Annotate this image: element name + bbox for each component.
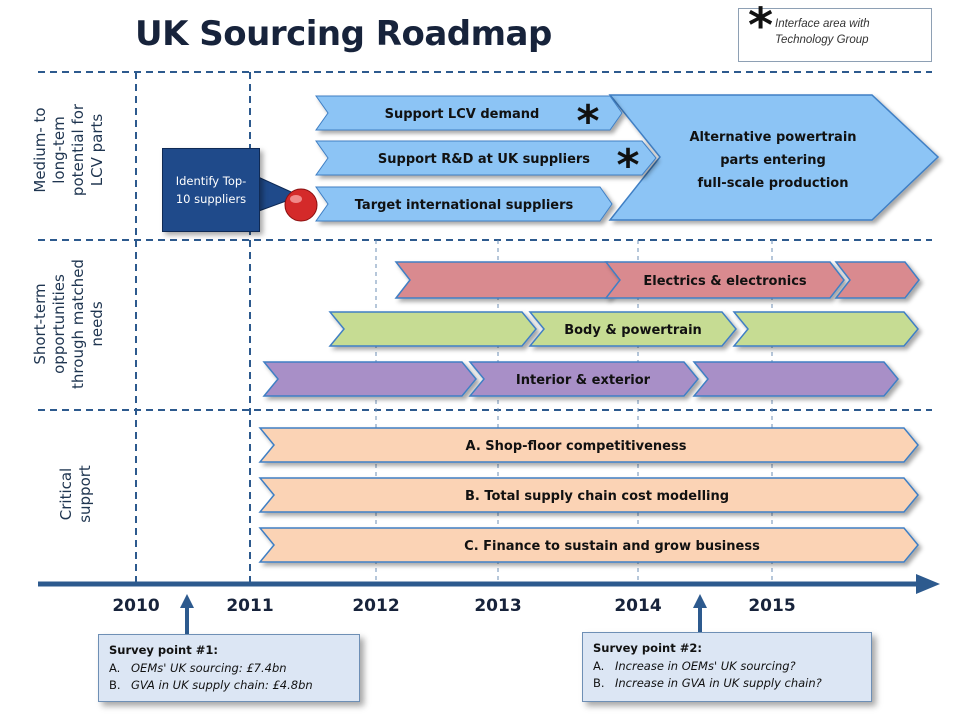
item-text: GVA in UK supply chain: £4.8bn [131, 678, 313, 692]
row-label-line: opportunities [50, 274, 68, 374]
critical-label-a: A. Shop-floor competitiveness [466, 439, 687, 454]
electrics-label: Electrics & electronics [643, 274, 807, 289]
survey-point-1-box: Survey point #1: A. OEMs' UK sourcing: £7… [98, 634, 360, 702]
critical-arrow-a [258, 427, 919, 463]
critical-label-c: C. Finance to sustain and grow business [464, 539, 760, 554]
survey1-pointer-head [180, 594, 194, 608]
arrow-support-lcv-demand [315, 95, 623, 131]
row-label-line: Short-term [31, 283, 49, 365]
interior-arrow-3 [692, 361, 899, 397]
item-marker: B. [593, 676, 605, 690]
arrow-label-support-lcv-demand: Support LCV demand [385, 107, 540, 122]
interface-star-icon: * [616, 140, 639, 191]
arrow-support-rd [315, 140, 657, 176]
interface-star-icon: * [576, 96, 599, 147]
row-label-line: LCV parts [88, 113, 106, 187]
milestone-ball-highlight [290, 195, 302, 203]
row-label-line: Medium- to [31, 107, 49, 193]
interior-label: Interior & exterior [516, 373, 651, 388]
item-text: Increase in OEMs' UK sourcing? [615, 659, 796, 673]
item-text: OEMs' UK sourcing: £7.4bn [131, 661, 287, 675]
item-marker: B. [109, 678, 121, 692]
survey-point-1-item-b: B. GVA in UK supply chain: £4.8bn [109, 677, 349, 694]
milestone-ball-icon [284, 188, 318, 222]
interior-arrow-1 [262, 361, 477, 397]
row-label-line: support [76, 465, 94, 523]
row-label-line: potential for [69, 103, 87, 197]
row-label-line: needs [88, 301, 106, 347]
item-marker: A. [109, 661, 121, 675]
row-label-critical: Critical support [57, 414, 97, 574]
year-label-2010: 2010 [112, 596, 160, 616]
electrics-arrow-3 [834, 261, 920, 299]
year-label-2013: 2013 [474, 596, 522, 616]
body-arrow-1 [328, 311, 537, 347]
row-label-line: long-tem [50, 116, 68, 184]
arrow-label-support-rd: Support R&D at UK suppliers [378, 152, 590, 167]
item-marker: A. [593, 659, 605, 673]
body-label: Body & powertrain [564, 323, 702, 338]
survey-point-2-box: Survey point #2: A. Increase in OEMs' UK … [582, 632, 872, 702]
year-label-2011: 2011 [226, 596, 274, 616]
survey-point-2-title: Survey point #2: [593, 641, 702, 655]
survey-point-2-item-a: A. Increase in OEMs' UK sourcing? [593, 658, 861, 675]
survey-point-1-title: Survey point #1: [109, 643, 218, 657]
critical-arrow-c [258, 527, 919, 563]
legend-text: Interface area with Technology Group [775, 18, 870, 46]
arrow-target-international [315, 186, 613, 222]
item-text: Increase in GVA in UK supply chain? [615, 676, 822, 690]
timeline-arrowhead [916, 574, 940, 594]
year-label-2012: 2012 [352, 596, 400, 616]
interior-arrow-2 [468, 361, 699, 397]
electrics-arrow-1 [394, 261, 623, 299]
legend-star-icon: * [748, 0, 774, 54]
big-arrow-shape [608, 94, 940, 221]
survey-point-1-item-a: A. OEMs' UK sourcing: £7.4bn [109, 660, 349, 677]
row-label-line: Critical [57, 467, 75, 521]
big-arrow-line-3: full-scale production [697, 176, 848, 191]
page-title: UK Sourcing Roadmap [135, 14, 552, 54]
legend-box [738, 8, 932, 62]
critical-arrow-b [258, 477, 919, 513]
electrics-arrow-2 [604, 261, 845, 299]
big-arrow-line-2: parts entering [720, 153, 826, 168]
row-label-short-term: Short-term opportunities through matched… [31, 244, 111, 404]
body-arrow-2 [528, 311, 737, 347]
row-label-medium-term: Medium- to long-tem potential for LCV pa… [31, 70, 111, 230]
body-arrow-3 [732, 311, 919, 347]
year-label-2014: 2014 [614, 596, 662, 616]
critical-label-b: B. Total supply chain cost modelling [465, 489, 729, 504]
year-label-2015: 2015 [748, 596, 796, 616]
arrow-label-target-international: Target international suppliers [355, 198, 574, 213]
big-arrow-line-1: Alternative powertrain [689, 130, 856, 145]
identify-suppliers-box: Identify Top-10 suppliers [162, 148, 260, 232]
survey-point-2-item-b: B. Increase in GVA in UK supply chain? [593, 675, 861, 692]
identify-suppliers-text: Identify Top-10 suppliers [175, 174, 247, 206]
row-label-line: through matched [69, 259, 87, 389]
survey2-pointer-head [693, 594, 707, 608]
